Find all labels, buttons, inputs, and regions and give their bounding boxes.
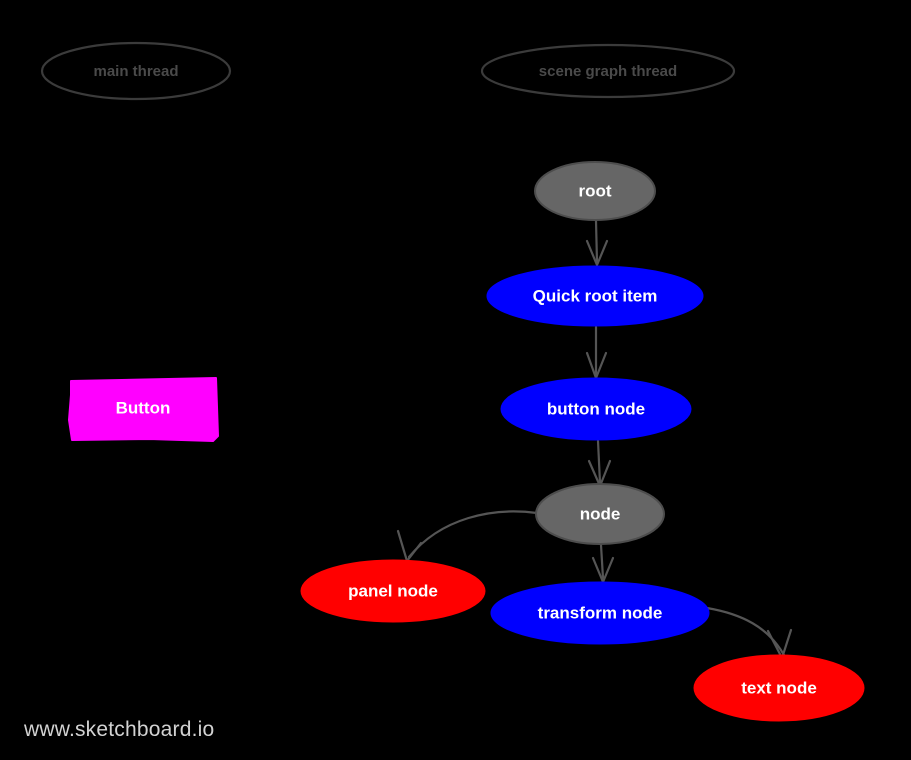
button-node-label: button node xyxy=(547,399,645,418)
edge-transform-node-to-text-node[interactable] xyxy=(705,606,793,660)
edge-line-node-panel-node xyxy=(407,510,539,559)
quick-root-item-ellipse[interactable] xyxy=(486,265,704,327)
edge-node-to-transform-node[interactable] xyxy=(591,543,615,584)
transform-node-ellipse[interactable] xyxy=(490,581,710,645)
transform-node-label: transform node xyxy=(538,603,663,622)
scene-graph-thread-ellipse[interactable] xyxy=(480,43,736,99)
node-button-node[interactable]: button node xyxy=(500,377,692,441)
node-button[interactable]: Button xyxy=(68,377,219,442)
edge-line-button-node-node xyxy=(596,439,602,485)
button-label: Button xyxy=(116,398,171,417)
arrowhead-transform-node-text-node xyxy=(766,628,793,660)
node-root[interactable]: root xyxy=(534,161,656,221)
text-node-label: text node xyxy=(741,678,817,697)
arrowhead-root-quick-root-item xyxy=(585,239,609,267)
swimlane-main-thread[interactable]: main thread xyxy=(40,41,232,101)
edge-quick-root-item-to-button-node[interactable] xyxy=(585,325,608,380)
edge-root-to-quick-root-item[interactable] xyxy=(585,219,609,267)
node-quick-root-item[interactable]: Quick root item xyxy=(486,265,704,327)
root-ellipse[interactable] xyxy=(534,161,656,221)
button-rect[interactable] xyxy=(68,377,219,442)
scene-graph-thread-label: scene graph thread xyxy=(539,63,677,80)
text-node-ellipse[interactable] xyxy=(693,654,865,722)
panel-node-ellipse[interactable] xyxy=(300,559,486,623)
edge-line-transform-node-text-node xyxy=(705,606,786,657)
main-thread-ellipse[interactable] xyxy=(40,41,232,101)
edge-button-node-to-node[interactable] xyxy=(587,439,612,488)
node-label-text: node xyxy=(580,504,621,523)
node-text-node[interactable]: text node xyxy=(693,654,865,722)
arrowhead-node-panel-node xyxy=(396,529,423,563)
edge-node-to-panel-node[interactable] xyxy=(396,510,539,563)
node-panel-node[interactable]: panel node xyxy=(300,559,486,623)
sketchboard-watermark: www.sketchboard.io xyxy=(23,718,214,741)
swimlane-scene-graph-thread[interactable]: scene graph thread xyxy=(480,43,736,99)
panel-node-label: panel node xyxy=(348,581,438,600)
quick-root-item-label: Quick root item xyxy=(533,286,658,305)
edge-line-root-quick-root-item xyxy=(594,219,599,264)
edge-line-node-transform-node xyxy=(599,543,605,580)
node-transform-node[interactable]: transform node xyxy=(490,581,710,645)
root-label: root xyxy=(578,181,611,200)
button-node-ellipse[interactable] xyxy=(500,377,692,441)
main-thread-label: main thread xyxy=(93,63,178,80)
node-node[interactable]: node xyxy=(535,483,665,545)
node-ellipse[interactable] xyxy=(535,483,665,545)
